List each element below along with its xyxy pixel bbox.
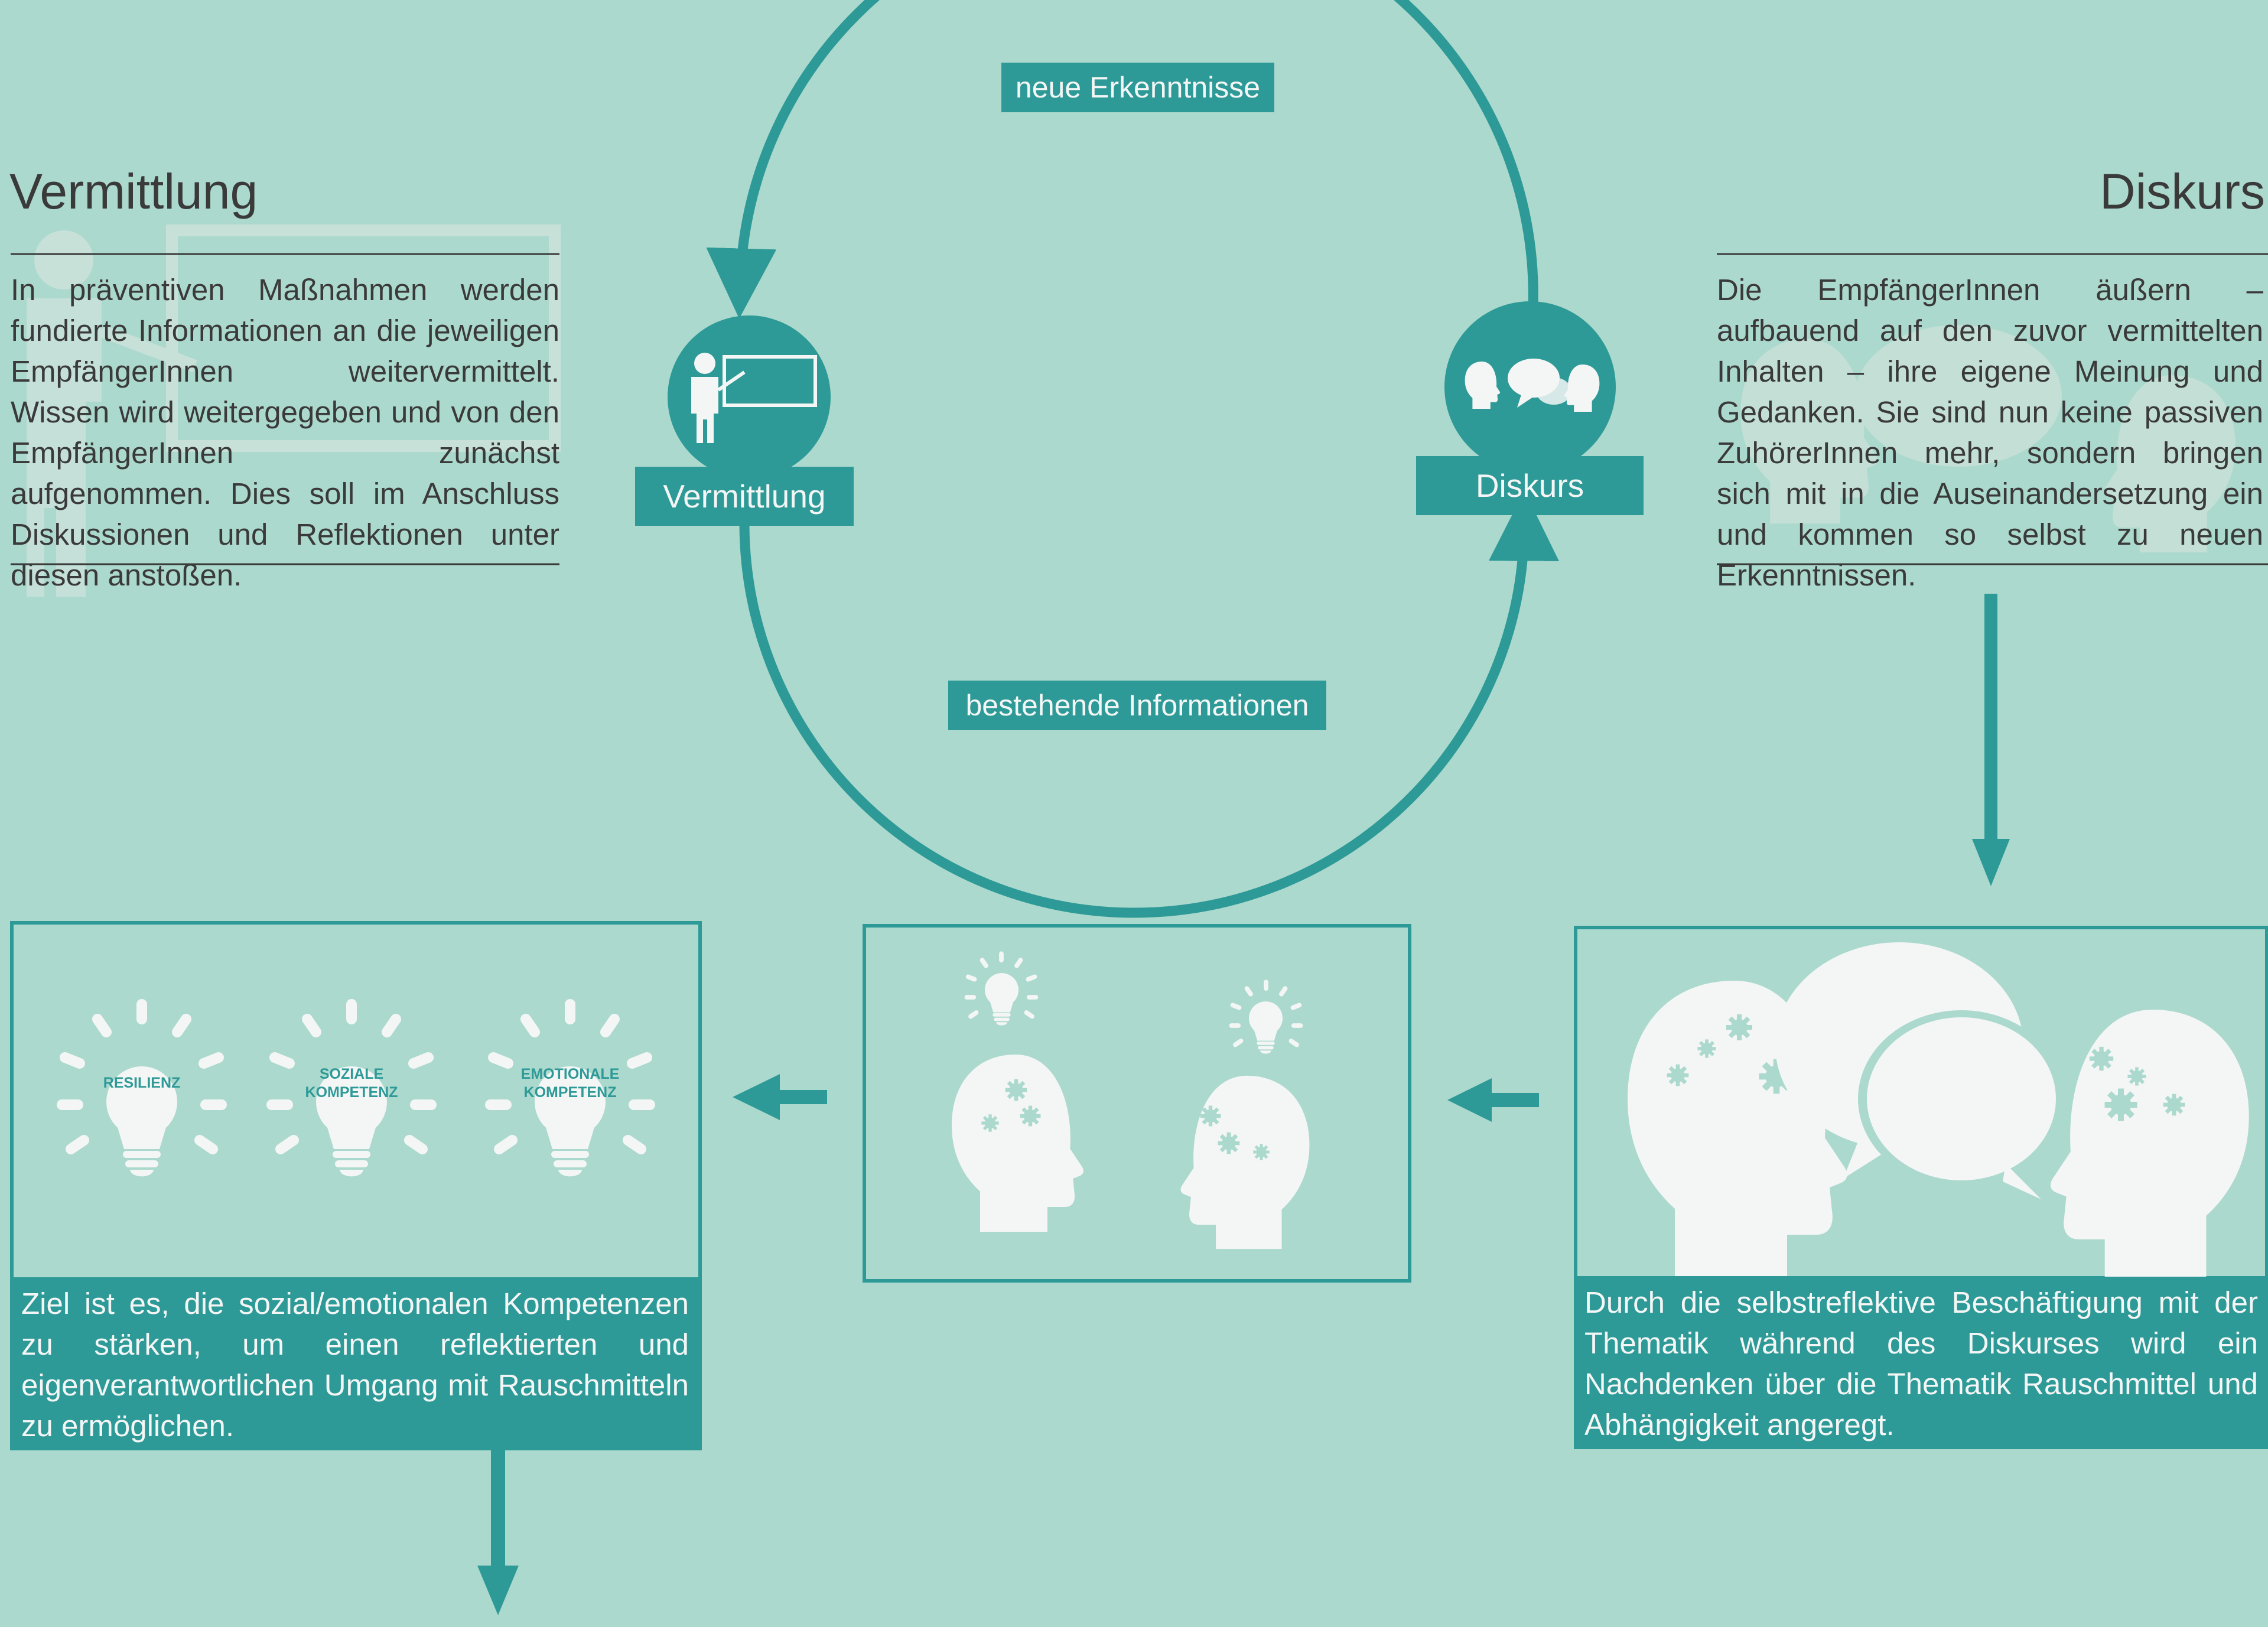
left-caption-band	[10, 1277, 702, 1449]
arrow-right-to-middle	[1447, 1078, 1539, 1122]
bulb-label-soziale-kompetenz: SOZIALE KOMPETENZ	[301, 1065, 402, 1102]
two-heads-speech-bubbles-icon	[1628, 942, 2249, 1277]
bulb-label-line: EMOTIONALE	[520, 1066, 620, 1082]
bulb-label-line: SOZIALE	[319, 1066, 384, 1082]
right-box-caption: Durch die selbstreflektive Beschäftigung…	[1584, 1286, 2258, 1441]
discussion-heads-icon	[1465, 359, 1600, 412]
diskurs-node-label: Diskurs	[1416, 456, 1644, 515]
arrow-down-left-head	[477, 1566, 519, 1615]
arrow-middle-to-left	[733, 1074, 827, 1120]
bulb-label-line: KOMPETENZ	[523, 1084, 617, 1101]
teacher-board-icon	[691, 353, 817, 443]
bulb-label-resilienz: RESILIENZ	[92, 1074, 192, 1092]
bulb-label-line: RESILIENZ	[103, 1075, 181, 1091]
middle-box	[863, 924, 1411, 1283]
right-panel-title: Diskurs	[2099, 164, 2265, 219]
left-panel-title: Vermittlung	[9, 164, 258, 219]
left-panel-text: In präventiven Maßnahmen werden fundiert…	[11, 273, 559, 592]
cycle-arc-top	[706, 0, 1538, 319]
bulb-label-emotionale-kompetenz: EMOTIONALE KOMPETENZ	[520, 1065, 620, 1102]
bulb-label-line: KOMPETENZ	[305, 1084, 398, 1101]
right-background-discussion-icon	[1740, 325, 2236, 552]
vermittlung-node-label: Vermittlung	[635, 467, 854, 526]
two-heads-lightbulbs-icon	[952, 954, 1310, 1249]
top-cycle-label: neue Erkenntnisse	[1001, 63, 1274, 112]
arrow-down-right-head	[1972, 839, 2010, 886]
left-background-teacher-icon	[27, 224, 561, 597]
right-panel-text: Die EmpfängerInnen äußern – aufbauend au…	[1717, 273, 2263, 592]
right-caption-band	[1574, 1276, 2268, 1447]
bottom-cycle-label: bestehende Informationen	[948, 681, 1326, 730]
cycle-arc-bottom	[739, 490, 1559, 918]
left-box-caption: Ziel ist es, die sozial/emotionalen Komp…	[21, 1287, 689, 1443]
